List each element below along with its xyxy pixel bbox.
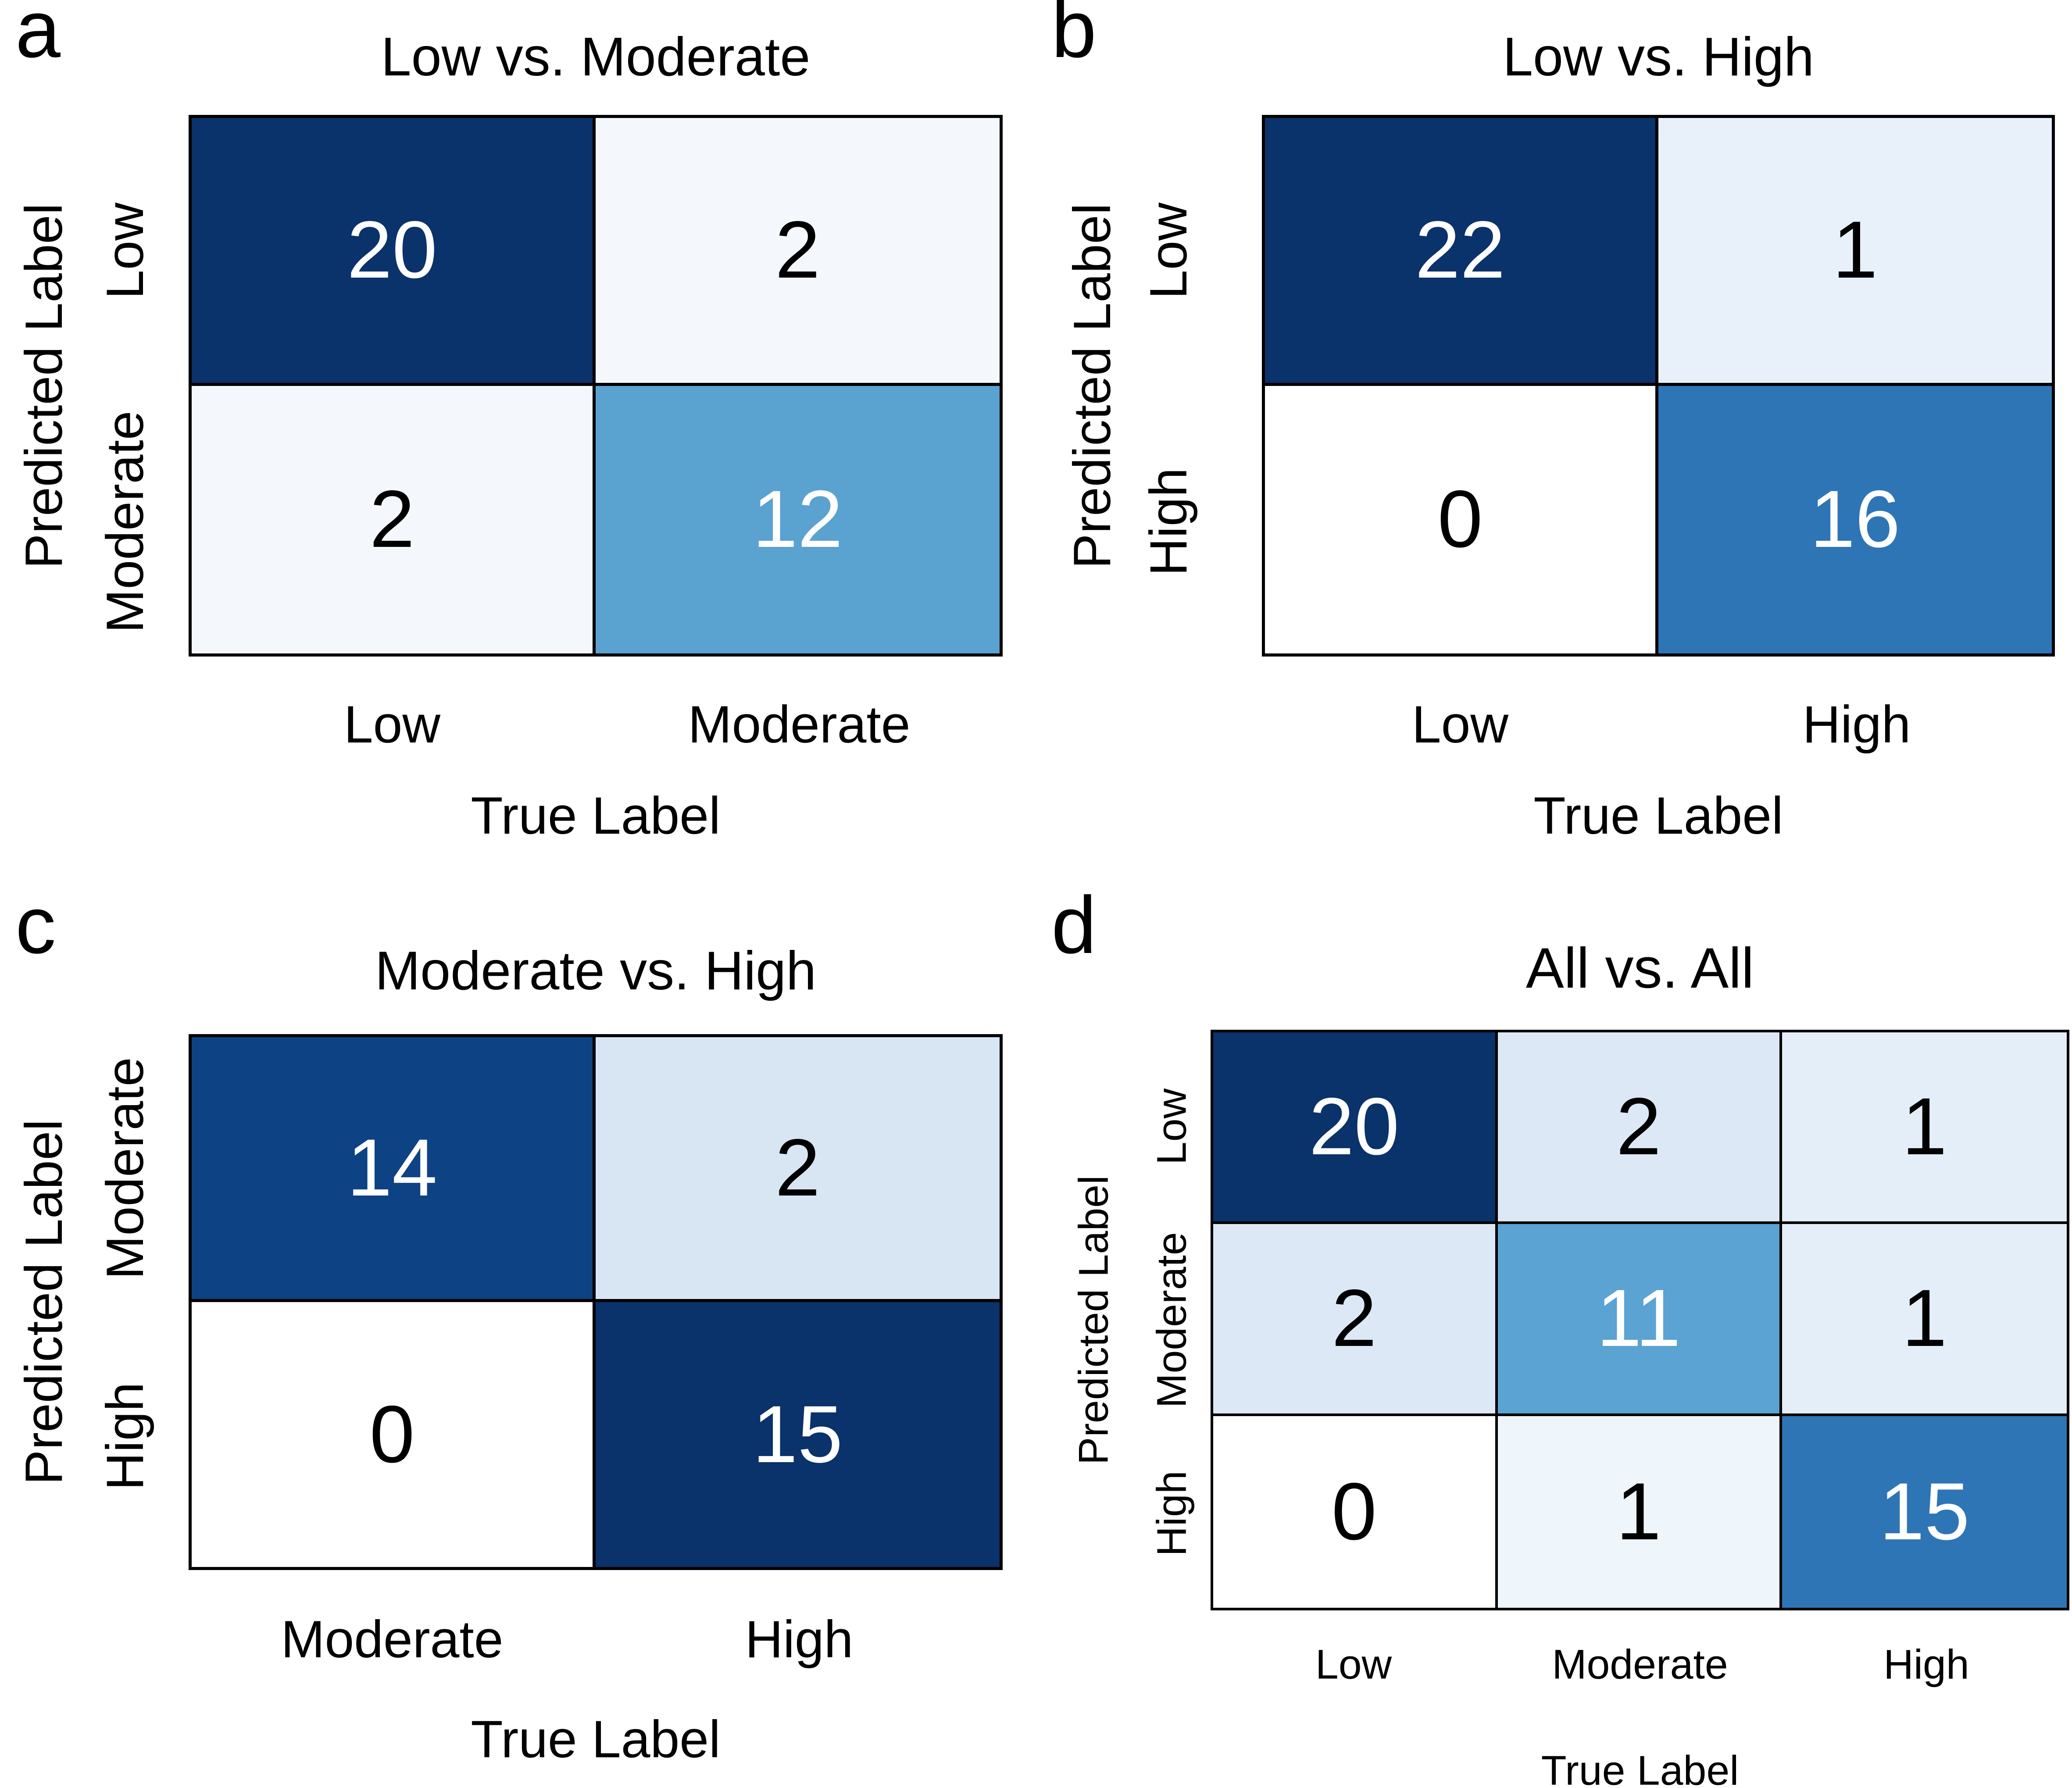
panel-letter: d <box>1051 880 1097 971</box>
confusion-matrix: 20 2 2 12 <box>189 115 1003 657</box>
matrix-cell: 2 <box>596 118 1000 386</box>
panel-letter: c <box>15 880 56 971</box>
col-tick-label: Low <box>1315 1641 1392 1688</box>
matrix-cell: 0 <box>1265 385 1658 653</box>
matrix-cell: 22 <box>1265 118 1658 386</box>
panel-letter: a <box>15 0 61 75</box>
row-tick-label: High <box>1139 468 1198 576</box>
row-tick-label: High <box>96 1382 154 1491</box>
panel-title: Moderate vs. High <box>375 941 817 1001</box>
col-tick-label: Moderate <box>1552 1641 1728 1688</box>
confusion-matrix: 14 2 0 15 <box>189 1034 1003 1570</box>
matrix-cell: 20 <box>192 118 596 386</box>
matrix-cell: 11 <box>1497 1224 1783 1416</box>
matrix-cell: 12 <box>596 385 1000 653</box>
panel-title: Low vs. Moderate <box>381 27 811 87</box>
row-tick-label: Low <box>1148 1088 1195 1165</box>
panel-letter: b <box>1051 0 1097 75</box>
x-axis-label: True Label <box>1541 1747 1739 1788</box>
x-axis-label: True Label <box>471 1710 721 1769</box>
y-axis-label: Predicted Label <box>14 1119 73 1485</box>
confusion-matrix: 22 1 0 16 <box>1262 115 2055 657</box>
matrix-cell: 16 <box>1658 385 2052 653</box>
row-tick-label: Low <box>96 202 154 300</box>
col-tick-label: Moderate <box>688 695 911 754</box>
panel-a: a Low vs. Moderate Predicted Label Low M… <box>0 0 1036 894</box>
row-tick-label: Moderate <box>96 1057 154 1280</box>
confusion-matrix: 20 2 1 2 11 1 0 1 15 <box>1211 1030 2069 1610</box>
matrix-cell: 0 <box>192 1302 596 1567</box>
col-tick-label: High <box>745 1610 854 1669</box>
matrix-cell: 14 <box>192 1037 596 1302</box>
matrix-cell: 2 <box>1213 1224 1498 1416</box>
x-axis-label: True Label <box>471 786 721 845</box>
col-tick-label: High <box>1883 1641 1969 1688</box>
matrix-cell: 2 <box>596 1037 1000 1302</box>
x-axis-label: True Label <box>1533 786 1783 845</box>
panel-title: All vs. All <box>1525 936 1754 1000</box>
row-tick-label: High <box>1148 1470 1195 1556</box>
col-tick-label: Moderate <box>281 1610 504 1669</box>
row-tick-label: Moderate <box>1148 1232 1195 1408</box>
matrix-cell: 1 <box>1782 1032 2067 1224</box>
row-tick-label: Low <box>1139 202 1198 300</box>
matrix-cell: 1 <box>1782 1224 2067 1416</box>
panel-c: c Moderate vs. High Predicted Label Mode… <box>0 885 1036 1788</box>
y-axis-label: Predicted Label <box>1063 203 1122 569</box>
col-tick-label: Low <box>343 695 441 754</box>
panel-d: d All vs. All Predicted Label Low Modera… <box>1036 885 2072 1788</box>
panel-b: b Low vs. High Predicted Label Low High … <box>1036 0 2072 894</box>
matrix-cell: 15 <box>1782 1416 2067 1608</box>
matrix-cell: 15 <box>596 1302 1000 1567</box>
matrix-cell: 0 <box>1213 1416 1498 1608</box>
matrix-cell: 2 <box>192 385 596 653</box>
y-axis-label: Predicted Label <box>14 203 73 569</box>
matrix-cell: 20 <box>1213 1032 1498 1224</box>
matrix-cell: 1 <box>1658 118 2052 386</box>
col-tick-label: Low <box>1411 695 1509 754</box>
row-tick-label: Moderate <box>96 410 154 633</box>
matrix-cell: 1 <box>1497 1416 1783 1608</box>
y-axis-label: Predicted Label <box>1070 1175 1117 1465</box>
matrix-cell: 2 <box>1497 1032 1783 1224</box>
panel-title: Low vs. High <box>1503 27 1814 87</box>
col-tick-label: High <box>1802 695 1911 754</box>
